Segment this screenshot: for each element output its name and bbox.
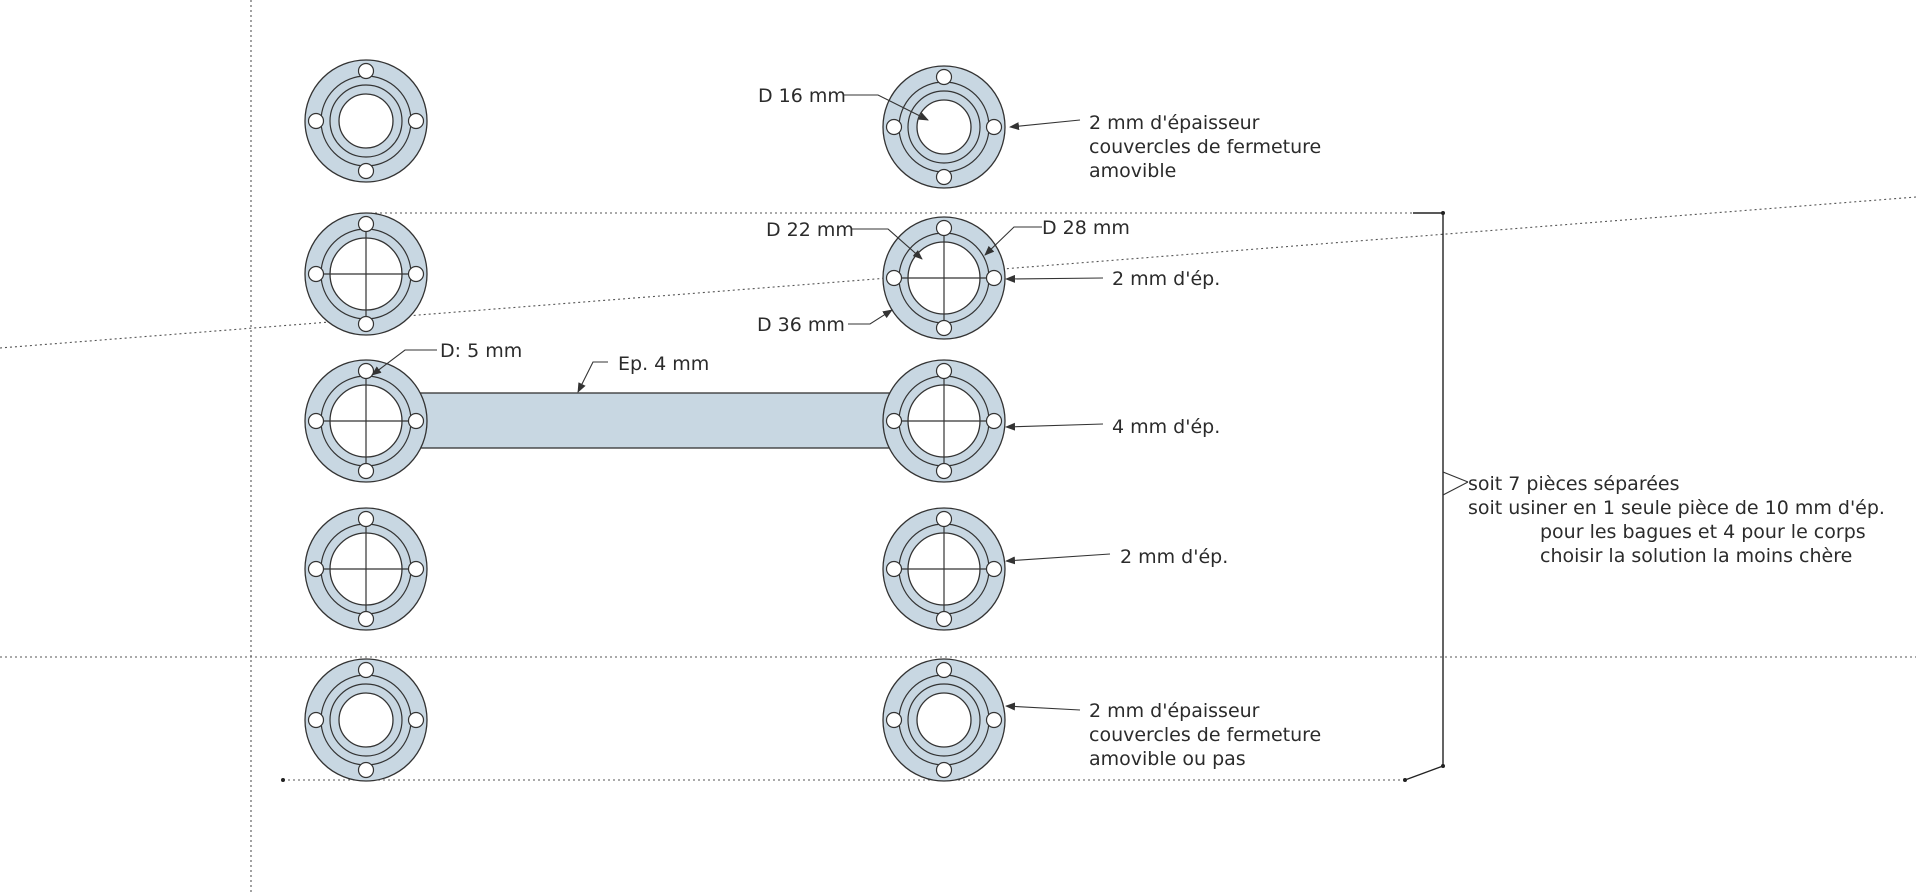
bolt-hole bbox=[885, 118, 903, 136]
bolt-hole bbox=[357, 215, 375, 233]
bolt-hole bbox=[357, 661, 375, 679]
bolt-hole bbox=[307, 265, 325, 283]
bolt-hole bbox=[357, 362, 375, 380]
flange-row3-left bbox=[304, 359, 428, 483]
cover-step bbox=[329, 84, 403, 158]
label-top-cover-2: couvercles de fermeture bbox=[1089, 136, 1321, 158]
label-top-cover-1: 2 mm d'épaisseur bbox=[1089, 112, 1260, 134]
bolt-hole bbox=[935, 68, 953, 86]
flange-bore bbox=[916, 692, 972, 748]
flange-row4-right bbox=[882, 507, 1006, 631]
label-ep4: Ep. 4 mm bbox=[618, 353, 709, 375]
bolt-hole bbox=[307, 412, 325, 430]
overall-dimension bbox=[281, 211, 1469, 782]
flange-row1-right bbox=[882, 65, 1006, 189]
bolt-hole bbox=[985, 560, 1003, 578]
bolt-hole bbox=[407, 711, 425, 729]
summary-line-4: choisir la solution la moins chère bbox=[1540, 545, 1852, 567]
flange-row2-left bbox=[304, 212, 428, 336]
bolt-hole bbox=[935, 168, 953, 186]
flange-row1-left bbox=[304, 59, 428, 183]
label-top-cover-3: amovible bbox=[1089, 160, 1176, 182]
bolt-hole bbox=[935, 462, 953, 480]
flange-bore bbox=[916, 99, 972, 155]
cover-step bbox=[907, 90, 981, 164]
label-bottom-cover-3: amovible ou pas bbox=[1089, 748, 1246, 770]
summary-line-1: soit 7 pièces séparées bbox=[1468, 473, 1680, 495]
flange-bore bbox=[338, 692, 394, 748]
bolt-hole bbox=[357, 761, 375, 779]
bolt-hole bbox=[357, 62, 375, 80]
bolt-hole bbox=[357, 315, 375, 333]
flange-group bbox=[304, 59, 1006, 782]
bolt-hole bbox=[357, 610, 375, 628]
label-d22: D 22 mm bbox=[766, 219, 854, 241]
bolt-hole bbox=[985, 118, 1003, 136]
bolt-hole bbox=[885, 412, 903, 430]
bolt-hole bbox=[307, 560, 325, 578]
bolt-hole bbox=[985, 269, 1003, 287]
bolt-hole bbox=[307, 112, 325, 130]
bolt-hole bbox=[357, 162, 375, 180]
label-row2-thickness: 2 mm d'ép. bbox=[1112, 268, 1220, 290]
bolt-hole bbox=[885, 269, 903, 287]
bolt-hole bbox=[935, 761, 953, 779]
bolt-hole bbox=[935, 510, 953, 528]
bolt-hole bbox=[985, 412, 1003, 430]
bolt-hole bbox=[357, 462, 375, 480]
bolt-hole bbox=[307, 711, 325, 729]
cover-step bbox=[907, 683, 981, 757]
flange-bore bbox=[338, 93, 394, 149]
body-bar bbox=[411, 392, 899, 449]
bolt-hole bbox=[407, 560, 425, 578]
bolt-hole bbox=[407, 265, 425, 283]
label-row3-thickness: 4 mm d'ép. bbox=[1112, 416, 1220, 438]
bolt-hole bbox=[985, 711, 1003, 729]
summary-line-3: pour les bagues et 4 pour le corps bbox=[1540, 521, 1866, 543]
label-d28: D 28 mm bbox=[1042, 217, 1130, 239]
label-row4-thickness: 2 mm d'ép. bbox=[1120, 546, 1228, 568]
bolt-hole bbox=[935, 661, 953, 679]
flange-row4-left bbox=[304, 507, 428, 631]
label-d36: D 36 mm bbox=[757, 314, 845, 336]
cover-step bbox=[329, 683, 403, 757]
label-d16: D 16 mm bbox=[758, 85, 846, 107]
bolt-hole bbox=[935, 219, 953, 237]
annotation-labels: D 16 mm D 22 mm D 28 mm D 36 mm D: 5 mm … bbox=[440, 85, 1885, 770]
label-bottom-cover-1: 2 mm d'épaisseur bbox=[1089, 700, 1260, 722]
bolt-hole bbox=[935, 610, 953, 628]
bolt-hole bbox=[407, 112, 425, 130]
flange-row5-left bbox=[304, 658, 428, 782]
bolt-hole bbox=[885, 711, 903, 729]
bolt-hole bbox=[885, 560, 903, 578]
bolt-hole bbox=[935, 319, 953, 337]
bolt-hole bbox=[357, 510, 375, 528]
flange-row5-right bbox=[882, 658, 1006, 782]
bolt-hole bbox=[935, 362, 953, 380]
leader-lines bbox=[371, 94, 1111, 711]
flange-row3-right bbox=[882, 359, 1006, 483]
bolt-hole bbox=[407, 412, 425, 430]
label-d5: D: 5 mm bbox=[440, 340, 522, 362]
label-bottom-cover-2: couvercles de fermeture bbox=[1089, 724, 1321, 746]
flange-row2-right bbox=[882, 216, 1006, 340]
summary-line-2: soit usiner en 1 seule pièce de 10 mm d'… bbox=[1468, 497, 1885, 519]
